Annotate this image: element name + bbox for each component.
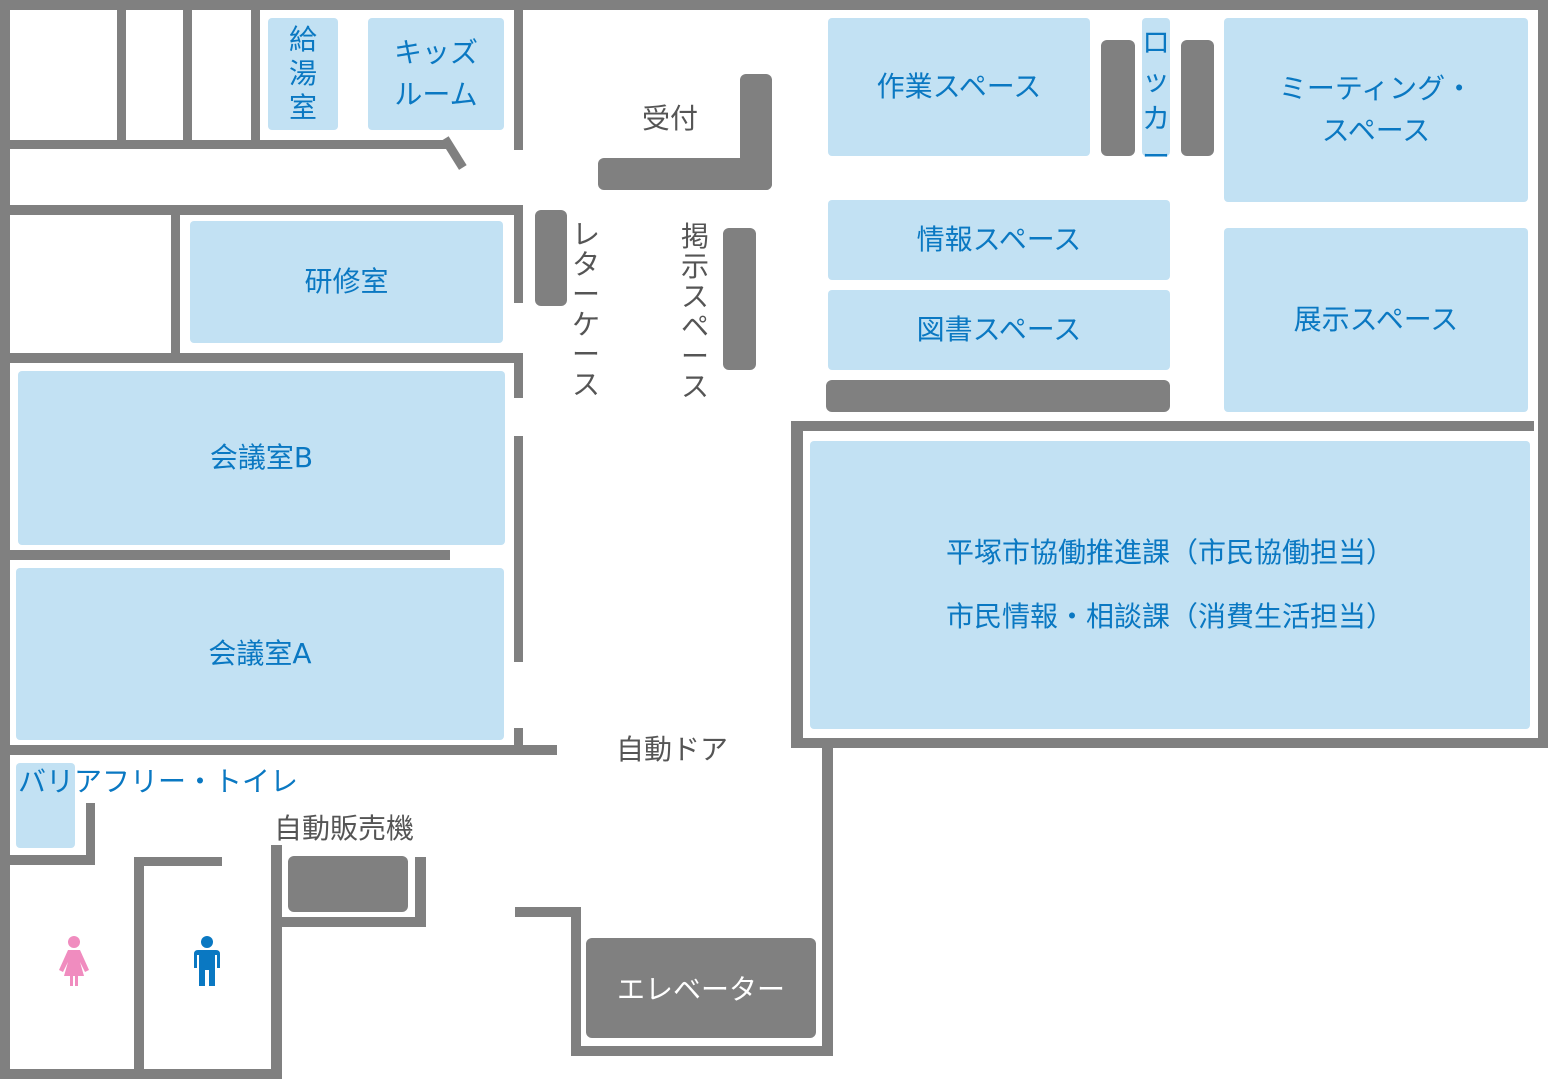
wall [134,857,144,1079]
wall [791,421,1534,431]
wall [117,10,126,142]
work-space-label: 作業スペース [876,70,1042,103]
kenshushitsu-label: 研修室 [304,265,389,298]
wall [571,1046,833,1056]
info-space-label: 情報スペース [916,223,1082,256]
locker-area[interactable]: ロッカー [1142,18,1170,173]
meeting-room-b-label: 会議室B [209,441,314,474]
wall [514,10,523,150]
wall [514,436,523,662]
locker-label: ロッカー [1142,26,1171,173]
meeting-room-a[interactable]: 会議室A [16,568,504,740]
meeting-space-label-line1: ミーティング・ [1278,72,1474,105]
wall [514,205,523,303]
reception-label: 受付 [642,102,699,135]
wall [791,421,803,748]
bookshelf [826,380,1170,412]
kenshushitsu-room[interactable]: 研修室 [190,221,503,343]
wall [0,353,523,363]
office-label-line1: 平塚市協働推進課（市民協働担当） [945,536,1394,569]
wall [0,205,523,215]
meeting-room-b[interactable]: 会議室B [18,371,505,545]
wall [515,907,581,917]
letter-case-label: レターケース [571,218,600,401]
library-space-label: 図書スペース [916,313,1082,346]
exhibition-space[interactable]: 展示スペース [1224,228,1528,412]
office-area[interactable]: 平塚市協働推進課（市民協働担当） 市民情報・相談課（消費生活担当） [810,441,1530,729]
wall [183,10,192,142]
wall [514,353,523,398]
wall [441,136,467,170]
letter-case-shelf [535,210,567,306]
library-space[interactable]: 図書スペース [828,290,1170,370]
elevator-label: エレベーター [616,973,785,1006]
kyutoshitsu-label: 給湯室 [288,23,317,124]
wall [0,140,446,149]
wall [271,917,426,927]
barrier-free-toilet[interactable] [16,763,75,848]
female-person-icon [59,936,89,986]
wall [514,728,523,748]
locker-shelf-right [1181,40,1214,156]
info-space[interactable]: 情報スペース [828,200,1170,280]
wall [271,845,282,1079]
wall-outer-left [0,0,10,1079]
meeting-space-label-line2: スペース [1321,114,1431,147]
wall [0,855,95,865]
locker-shelf-left [1101,40,1135,156]
vending-machine-label: 自動販売機 [274,812,415,845]
kids-room-label-line2: ルーム [394,78,478,111]
wall [571,907,581,1056]
wall [171,205,180,355]
wall [134,857,222,866]
work-space[interactable]: 作業スペース [828,18,1090,156]
office-label-line2: 市民情報・相談課（消費生活担当） [945,600,1394,633]
wall [0,550,450,560]
elevator[interactable]: エレベーター [586,938,816,1038]
wall [86,803,95,865]
meeting-room-a-label: 会議室A [208,637,312,670]
meeting-space[interactable]: ミーティング・ スペース [1224,18,1528,202]
bulletin-space-label: 掲示スペース [680,220,709,403]
wall [415,857,426,927]
wall [822,740,833,1056]
wall [0,745,557,755]
vending-machine [288,856,408,912]
wall-outer-top [0,0,1548,10]
kids-room-label-line1: キッズ [393,36,478,69]
wall [791,738,1548,748]
reception-counter [598,158,772,190]
male-person-icon [194,936,220,986]
auto-door-label: 自動ドア [616,733,729,766]
barrier-free-toilet-label: バリアフリー・トイレ [18,765,299,798]
bulletin-board [723,228,756,370]
exhibition-space-label: 展示スペース [1293,303,1459,336]
wall-outer-right [1538,0,1548,748]
wall [251,10,260,142]
kids-room[interactable]: キッズ ルーム [368,18,504,130]
kyutoshitsu-room[interactable]: 給湯室 [268,18,338,130]
